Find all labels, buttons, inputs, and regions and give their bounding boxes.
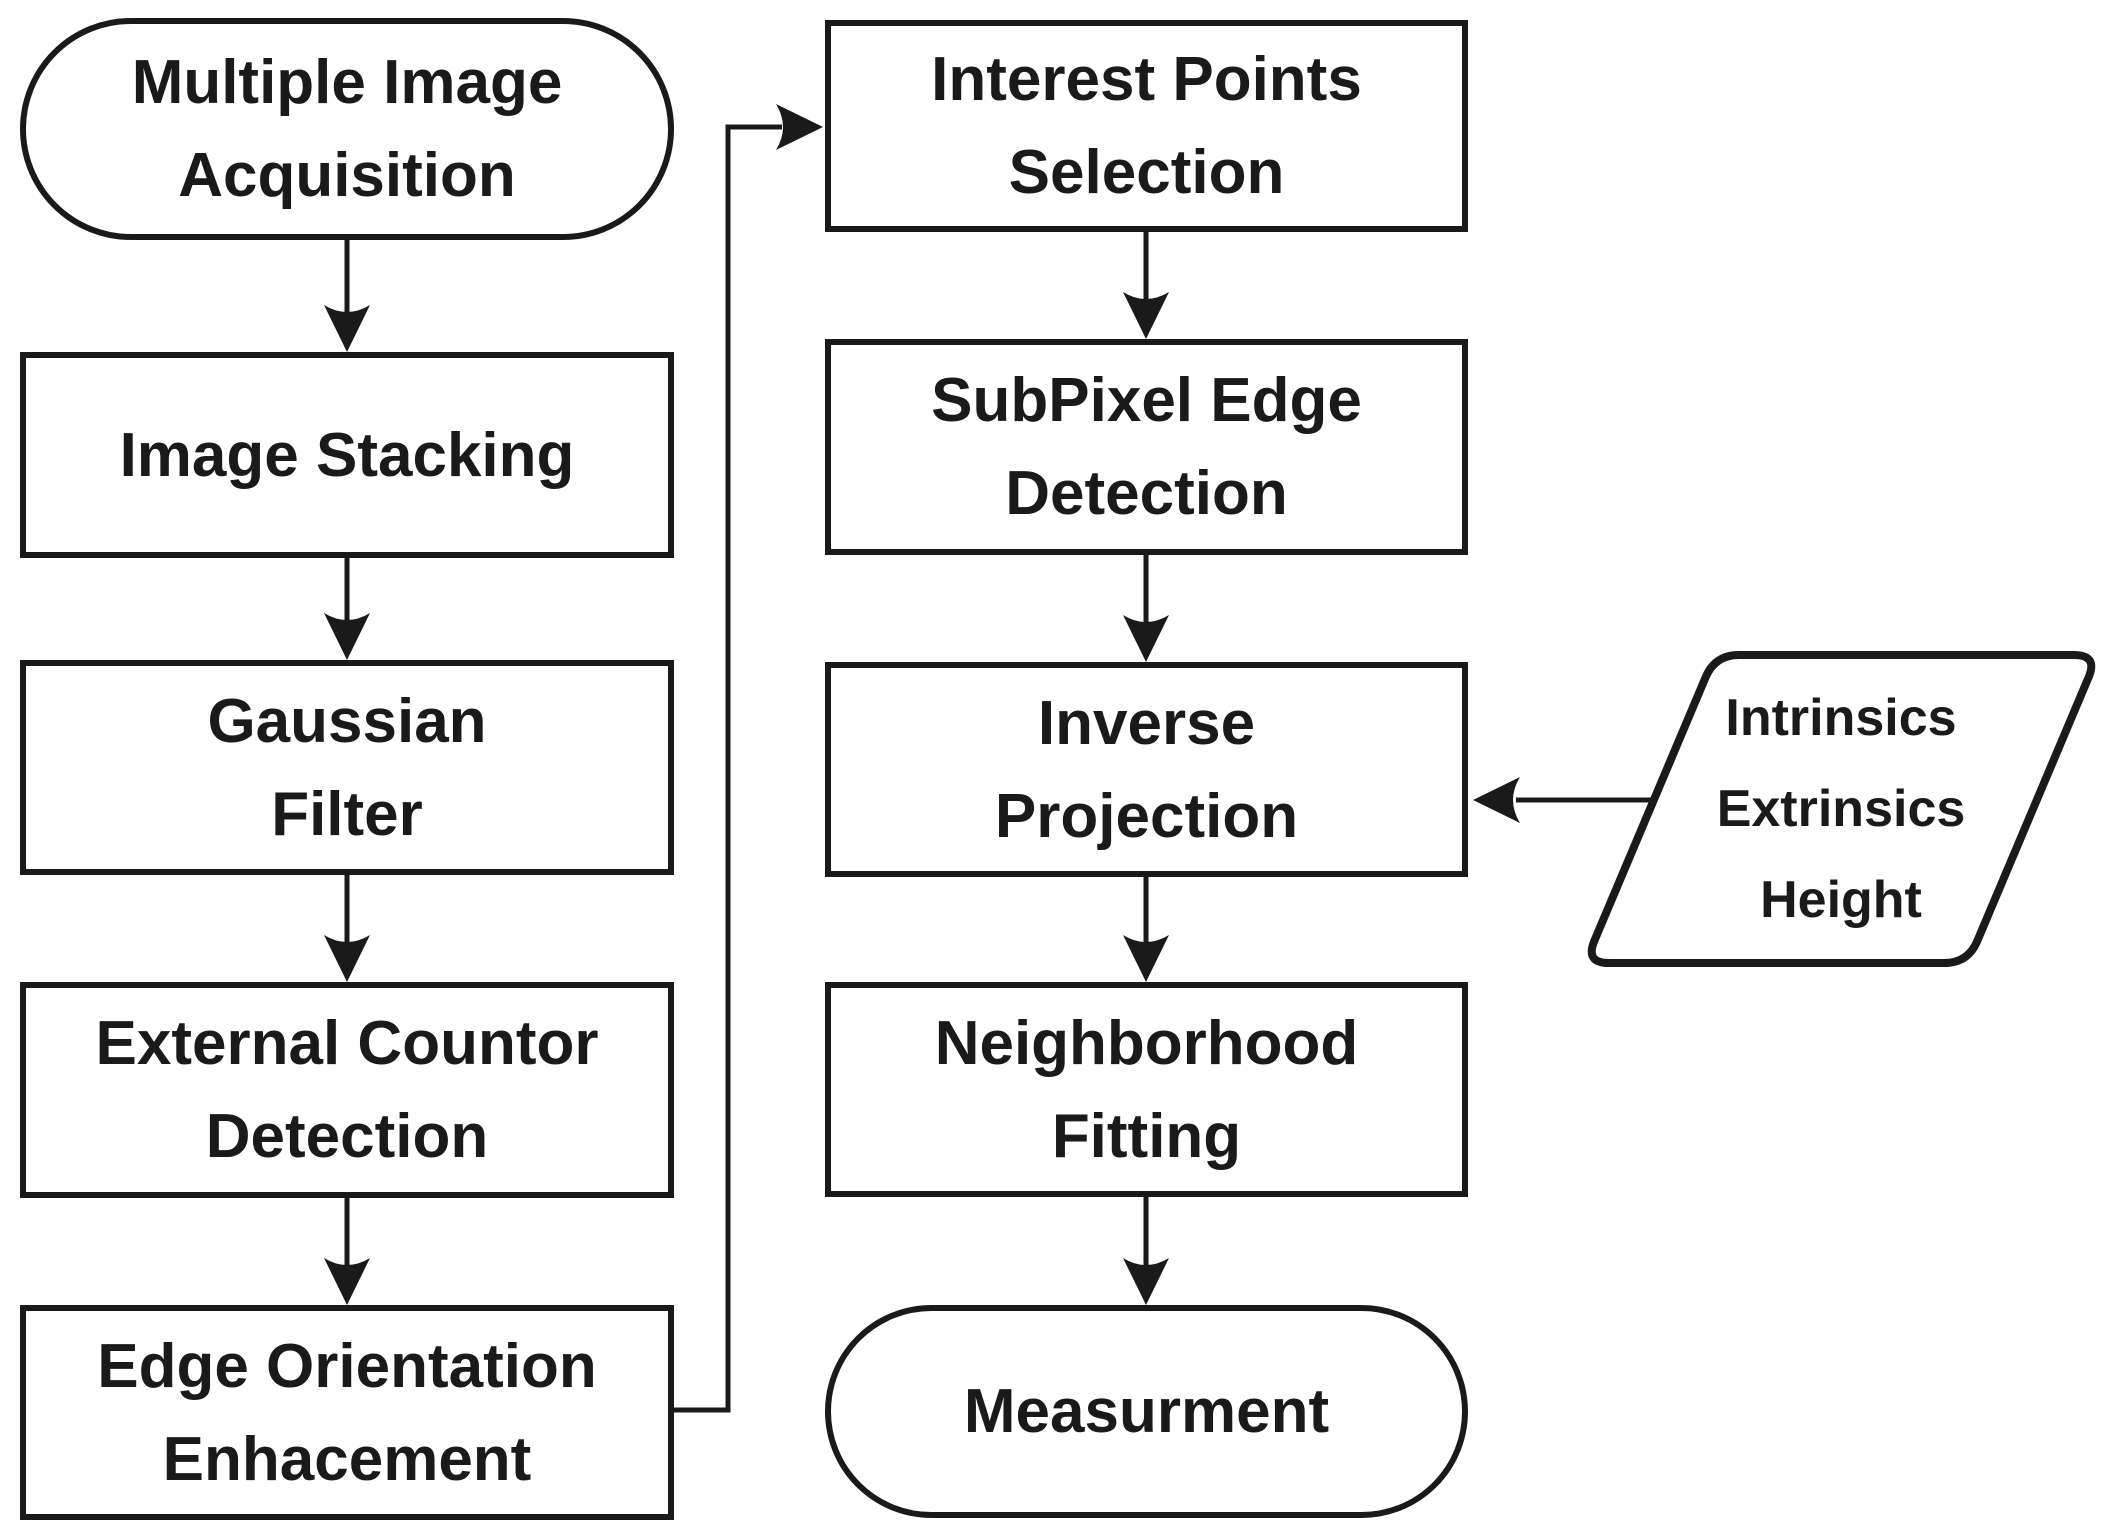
arrowhead-down-icon — [324, 935, 370, 982]
node-inverse-projection: Inverse Projection — [825, 662, 1468, 877]
node-multiple-image-acquisition: Multiple Image Acquisition — [20, 18, 674, 240]
node-external-countor-detection: External Countor Detection — [20, 982, 674, 1198]
arrowhead-down-icon — [1123, 615, 1169, 662]
arrowhead-down-icon — [324, 613, 370, 660]
node-gaussian-filter: Gaussian Filter — [20, 660, 674, 875]
node-edge-orientation-enhacement: Edge Orientation Enhacement — [20, 1305, 674, 1520]
node-measurment: Measurment — [825, 1305, 1468, 1518]
node-subpixel-edge-detection: SubPixel Edge Detection — [825, 339, 1468, 555]
arrowhead-down-icon — [1123, 935, 1169, 982]
node-neighborhood-fitting: Neighborhood Fitting — [825, 982, 1468, 1197]
node-image-stacking: Image Stacking — [20, 352, 674, 558]
arrowhead-down-icon — [1123, 1258, 1169, 1305]
arrowhead-right-icon — [776, 104, 823, 150]
edge-edgeorient-interest-shaft — [674, 124, 782, 1413]
arrowhead-left-icon — [1473, 777, 1520, 823]
node-intrinsics-extrinsics-height: Intrinsics Extrinsics Height — [1716, 688, 1966, 929]
node-interest-points-selection: Interest Points Selection — [825, 20, 1468, 232]
arrowhead-down-icon — [324, 1258, 370, 1305]
arrowhead-down-icon — [1123, 292, 1169, 339]
arrowhead-down-icon — [324, 305, 370, 352]
parallelogram-shape — [1587, 651, 2096, 967]
